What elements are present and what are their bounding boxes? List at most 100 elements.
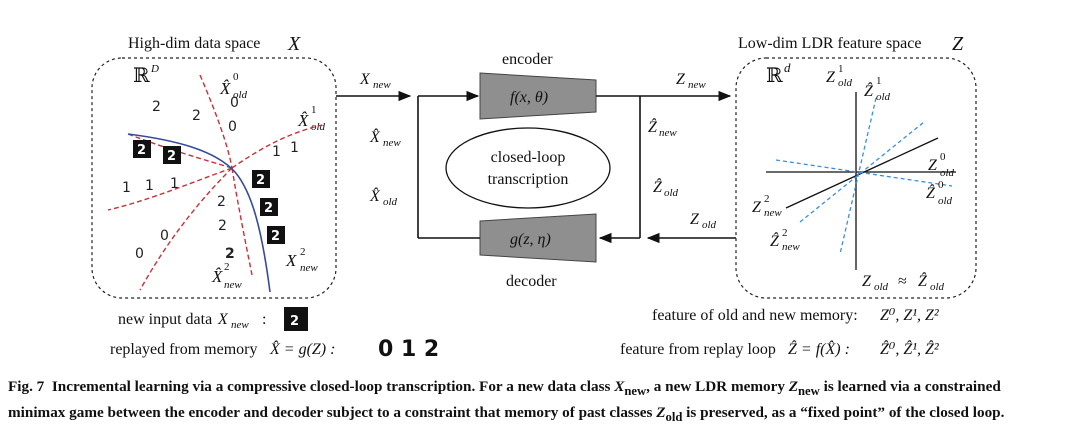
caption-text-1: Incremental learning via a compressive c… <box>51 378 611 395</box>
axis-zhat0 <box>775 159 953 187</box>
xhat-old-1-sup: 1 <box>311 104 317 116</box>
z-old-1-sup: 1 <box>838 63 844 75</box>
caption-text-2: , a new LDR memory <box>646 378 785 395</box>
right-panel: Low-dim LDR feature space Z ℝ d Z 1 old … <box>735 33 977 299</box>
bottom-annotations: new input data X new : 2 replayed from m… <box>110 307 940 362</box>
space-rd-sup: D <box>150 63 159 75</box>
left-panel: High-dim data space X ℝ D X̂ 0 old X̂ 1 … <box>91 33 337 299</box>
thumbnail-image <box>260 198 278 216</box>
digit-sample: 1 <box>122 180 131 196</box>
right-panel-title-var: Z <box>952 33 964 55</box>
z-old-label: Z <box>690 211 700 228</box>
z-old-0-sup: 0 <box>940 151 946 163</box>
space-rd-low-sup: d <box>784 60 791 75</box>
thumbnail-image <box>267 226 285 244</box>
caption-var-xnew-sub: new <box>624 384 647 399</box>
z-old-0-sub: old <box>940 167 955 179</box>
axis-zhat1 <box>839 97 877 255</box>
fixed-point-z-sub: old <box>874 281 889 293</box>
decoder-function: g(z, η) <box>510 231 551 248</box>
x-new-label-sub: new <box>373 79 391 91</box>
zhat-new-label-sub: new <box>659 127 677 139</box>
xhat-old-0-sub: old <box>233 89 248 101</box>
encoder-function: f(x, θ) <box>510 89 548 106</box>
digit-sample: 1 <box>272 144 281 160</box>
xhat-new-2-label: X̂ <box>211 267 223 286</box>
new-input-thumbnail <box>284 307 308 331</box>
red-boundary-2 <box>199 74 233 169</box>
caption-text-4: is preserved, as a “fixed point” of the … <box>686 404 1005 422</box>
zhat-old-0-sup: 0 <box>938 179 944 191</box>
figure-caption: Fig. 7 Incremental learning via a compre… <box>8 376 1058 428</box>
caption-fig-label: Fig. 7 <box>8 378 45 395</box>
digit-sample: 2 <box>152 99 161 115</box>
new-input-var: X <box>217 311 229 328</box>
feature-replay-label: feature from replay loop <box>620 341 776 358</box>
x-new-2-label: X <box>285 251 297 270</box>
zhat-old-1-sup: 1 <box>876 75 882 87</box>
caption-var-xnew: X <box>614 378 625 395</box>
x-new-label: X <box>359 71 371 88</box>
closed-loop-ellipse <box>445 127 611 209</box>
fixed-point-zhat-sub: old <box>930 281 945 293</box>
left-panel-title-var: X <box>287 33 301 55</box>
xhat-new-2-sup: 2 <box>224 261 230 273</box>
caption-var-znew-sub: new <box>798 384 820 399</box>
xhat-old-1-label: X̂ <box>297 111 309 130</box>
digit-sample: 0 <box>230 95 239 111</box>
blue-manifold-curve <box>127 133 271 293</box>
red-boundary-6 <box>231 167 253 276</box>
zhat-old-label-sub: old <box>664 187 679 199</box>
xhat-new-2-sub: new <box>224 279 242 291</box>
digit-sample: 2 <box>192 108 201 124</box>
xhat-old-0-label: X̂ <box>219 79 231 98</box>
diagram-canvas: High-dim data space X ℝ D X̂ 0 old X̂ 1 … <box>91 33 977 362</box>
z-old-1-sub: old <box>838 77 853 89</box>
red-boundary-1 <box>127 133 233 169</box>
zhat-old-0-label: Ẑ <box>926 183 936 202</box>
z-old-1-label: Z <box>826 69 836 86</box>
data-space-box <box>91 57 337 299</box>
x-new-2-sub: new <box>300 262 318 274</box>
digit-sample: 2 <box>217 194 226 210</box>
xhat-new-label: X̂ <box>369 127 381 146</box>
fixed-point-z: Z <box>862 273 872 290</box>
feature-replay-values: Ẑ⁰, Ẑ¹, Ẑ² <box>880 339 940 358</box>
zhat-old-1-sub: old <box>876 91 891 103</box>
feature-old-new-values: Z⁰, Z¹, Z² <box>880 307 940 324</box>
space-rd-low: ℝ <box>766 65 783 87</box>
digit-samples: 2 2 0 0 1 1 1 1 1 2 2 0 0 2 <box>122 95 299 262</box>
digit-sample: 0 <box>160 228 169 244</box>
encoder-title: encoder <box>502 51 553 68</box>
caption-var-zold-sub: old <box>665 410 683 425</box>
xhat-new-label-sub: new <box>383 137 401 149</box>
zhat-new-2-sup: 2 <box>782 227 788 239</box>
new-input-sub: new <box>231 319 249 331</box>
feature-space-box <box>735 57 977 299</box>
zhat-old-1-label: Ẑ <box>864 81 874 100</box>
z-new-2-sup: 2 <box>764 193 770 205</box>
new-input-colon: : <box>262 311 266 328</box>
new-input-thumbnail-digit: 2 <box>290 314 299 329</box>
thumbnail-digit: 2 <box>137 143 146 158</box>
thumbnail-image <box>133 140 151 158</box>
z-new-label-sub: new <box>688 79 706 91</box>
zhat-new-label: Ẑ <box>648 117 658 136</box>
zhat-old-label: Ẑ <box>653 177 663 196</box>
digit-sample: 2 <box>218 218 227 234</box>
caption-var-zold: Z <box>656 404 666 422</box>
digit-sample: 1 <box>170 176 179 192</box>
xhat-old-0-sup: 0 <box>233 71 239 83</box>
new-class-thumbnails: 2 2 2 2 2 <box>133 140 285 244</box>
right-panel-title: Low-dim LDR feature space <box>738 35 921 52</box>
feature-old-new-label: feature of old and new memory: <box>652 307 858 324</box>
xhat-old-label: X̂ <box>369 186 381 205</box>
xhat-old-1-sub: old <box>311 121 326 133</box>
space-rd: ℝ <box>133 65 150 87</box>
z-new-2-sub: new <box>764 207 782 219</box>
red-boundary-3 <box>231 124 323 169</box>
fixed-point-approx: ≈ <box>898 273 907 290</box>
axis-zhat2 <box>799 121 925 223</box>
digit-sample: 0 <box>228 119 237 135</box>
thumbnail-digit: 2 <box>271 229 280 244</box>
